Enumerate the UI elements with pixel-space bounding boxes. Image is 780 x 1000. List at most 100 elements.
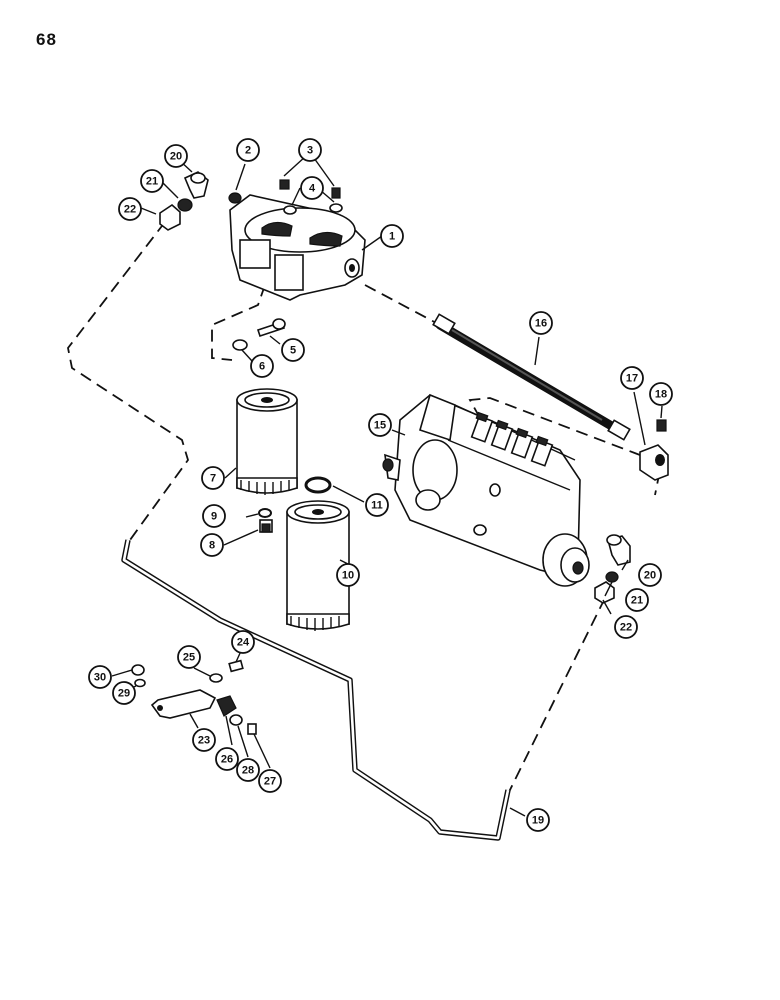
callout-circle — [638, 563, 662, 587]
callout-c22a: 22 — [118, 197, 142, 221]
callout-circle — [118, 197, 142, 221]
callout-label: 22 — [124, 204, 136, 216]
callout-label: 27 — [264, 776, 276, 788]
callout-c6: 6 — [250, 354, 274, 378]
callout-c3: 3 — [298, 138, 322, 162]
fuel-line-19 — [121, 539, 511, 841]
callout-circle — [529, 311, 553, 335]
callout-circle — [336, 563, 360, 587]
callout-label: 19 — [532, 815, 544, 827]
callout-circle — [365, 493, 389, 517]
plug-18 — [656, 419, 667, 432]
callout-label: 8 — [209, 540, 215, 552]
callout-label: 15 — [374, 420, 386, 432]
callout-c30: 30 — [88, 665, 112, 689]
callout-label: 20 — [644, 570, 656, 582]
callout-circle — [201, 466, 225, 490]
callout-label: 4 — [309, 183, 316, 195]
washer-25 — [209, 673, 223, 683]
callout-c24: 24 — [231, 630, 255, 654]
fitting-20b — [606, 534, 631, 566]
nut-22a — [159, 203, 181, 231]
callout-label: 2 — [245, 145, 251, 157]
filter-7 — [236, 388, 298, 495]
callout-circle — [88, 665, 112, 689]
callout-label: 1 — [389, 231, 395, 243]
callout-circle — [192, 728, 216, 752]
callout-label: 26 — [221, 754, 233, 766]
callout-c20b: 20 — [638, 563, 662, 587]
callout-circle — [177, 645, 201, 669]
bolt-27 — [247, 723, 257, 735]
callout-circle — [614, 615, 638, 639]
dashed-line-left — [67, 221, 189, 541]
callout-circle — [231, 630, 255, 654]
callout-label: 6 — [259, 361, 265, 373]
callout-label: 29 — [118, 688, 130, 700]
callout-label: 16 — [535, 318, 547, 330]
callout-label: 9 — [211, 511, 217, 523]
callout-circle — [250, 354, 274, 378]
callout-c29: 29 — [112, 681, 136, 705]
plug-8 — [259, 519, 273, 533]
washer-6 — [232, 339, 248, 351]
callout-c15: 15 — [368, 413, 392, 437]
callout-c18: 18 — [649, 382, 673, 406]
washer-9 — [258, 508, 272, 518]
bracket-23 — [150, 689, 217, 719]
callout-circle — [300, 176, 324, 200]
callout-c10: 10 — [336, 563, 360, 587]
callout-label: 22 — [620, 622, 632, 634]
page-number: 68 — [36, 30, 57, 49]
callout-c11: 11 — [365, 493, 389, 517]
callout-c1: 1 — [380, 224, 404, 248]
bolt-5 — [256, 318, 286, 338]
callout-circle — [380, 224, 404, 248]
filter-10 — [286, 500, 350, 631]
callout-c16: 16 — [529, 311, 553, 335]
callout-c23: 23 — [192, 728, 216, 752]
callout-label: 18 — [655, 389, 667, 401]
callout-c9: 9 — [202, 504, 226, 528]
callout-label: 25 — [183, 652, 195, 664]
nut-21b — [605, 571, 619, 583]
callout-c21a: 21 — [140, 169, 164, 193]
callout-circle — [620, 366, 644, 390]
callout-c8: 8 — [200, 533, 224, 557]
nut-30 — [131, 664, 145, 676]
clip-26 — [216, 695, 237, 717]
callout-circle — [215, 747, 239, 771]
callout-circle — [202, 504, 226, 528]
callout-c4: 4 — [300, 176, 324, 200]
nut-28 — [229, 714, 243, 726]
callout-label: 28 — [242, 765, 254, 777]
callout-circle — [625, 588, 649, 612]
callout-circle — [112, 681, 136, 705]
callout-c26: 26 — [215, 747, 239, 771]
dashed-line-right — [504, 597, 606, 801]
screw-3 — [279, 179, 341, 199]
callout-c25: 25 — [177, 645, 201, 669]
callout-c5: 5 — [281, 338, 305, 362]
callout-label: 30 — [94, 672, 106, 684]
filter-head-1 — [229, 194, 366, 301]
callout-circle — [298, 138, 322, 162]
fitting-20a — [183, 171, 209, 199]
callout-label: 23 — [198, 735, 210, 747]
fitting-17 — [639, 444, 669, 481]
callout-label: 24 — [237, 637, 250, 649]
callout-circle — [200, 533, 224, 557]
callout-circle — [236, 758, 260, 782]
callout-label: 3 — [307, 145, 313, 157]
callout-c20a: 20 — [164, 144, 188, 168]
callout-label: 5 — [290, 345, 296, 357]
callout-label: 20 — [170, 151, 182, 163]
callout-circle — [526, 808, 550, 832]
plug-2 — [228, 192, 242, 204]
callout-c21b: 21 — [625, 588, 649, 612]
callout-label: 21 — [631, 595, 643, 607]
callout-circle — [281, 338, 305, 362]
bolt-24 — [228, 659, 244, 673]
